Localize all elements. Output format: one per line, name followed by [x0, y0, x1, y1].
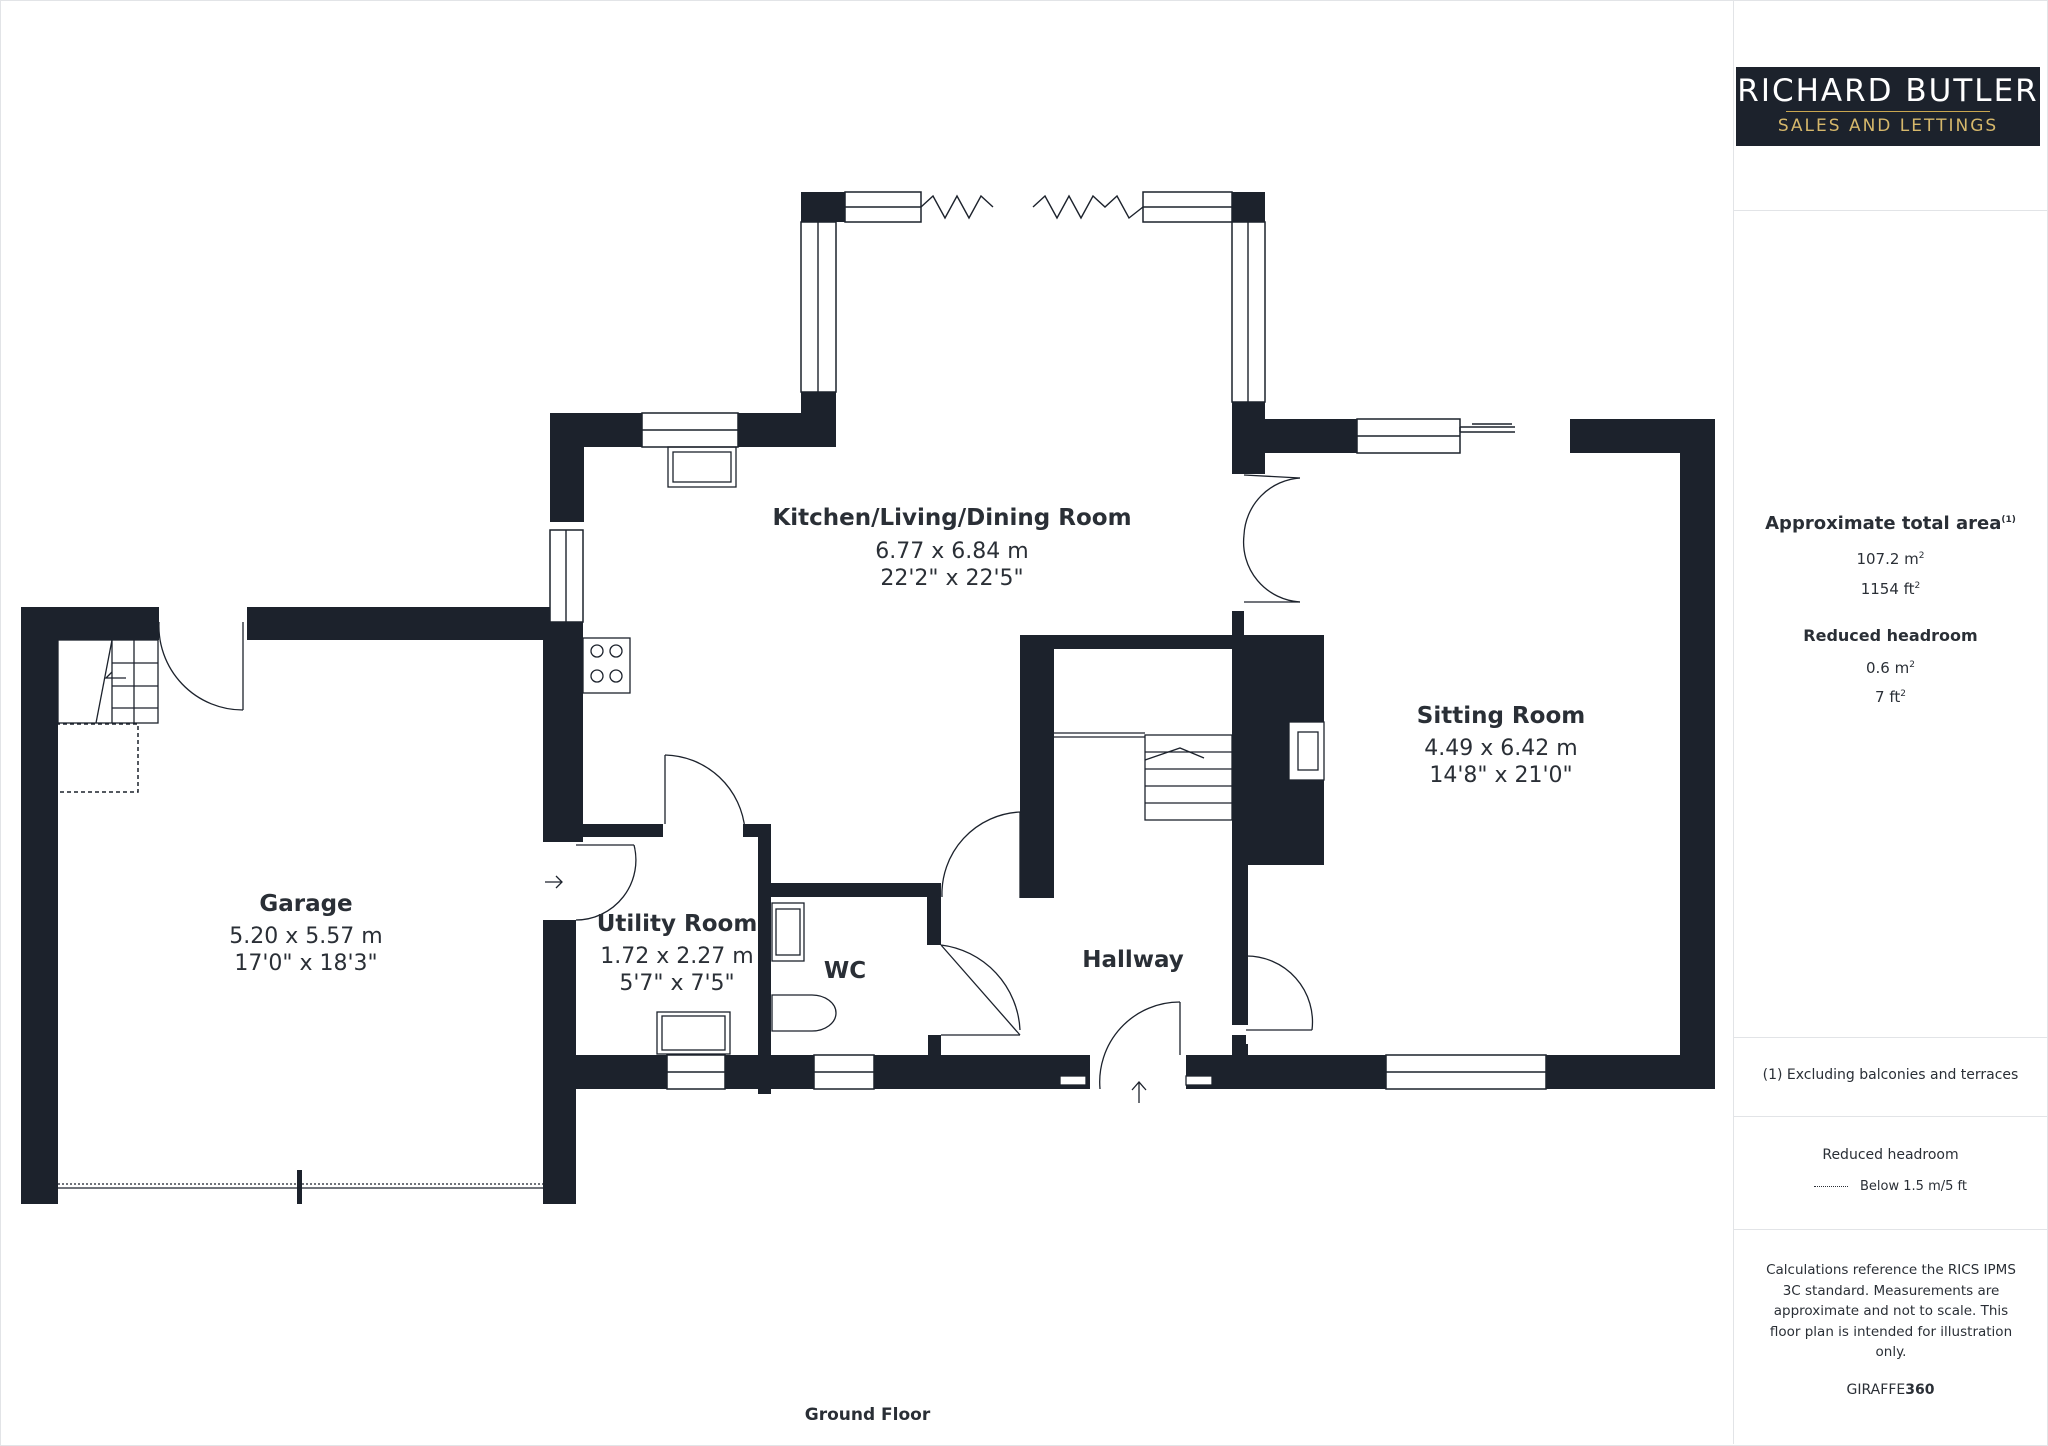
logo-name: RICHARD BUTLER — [1737, 73, 2039, 109]
room-label-garage: Garage — [259, 891, 352, 917]
room-label-kitchen: Kitchen/Living/Dining Room — [772, 505, 1131, 531]
reduced-area-m2: 0.6 m2 — [1866, 659, 1915, 677]
room-label-utility-room: Utility Room — [597, 911, 758, 937]
legend-item: Below 1.5 m/5 ft — [1734, 1179, 2047, 1194]
panel-divider — [1734, 1116, 2047, 1117]
room-imperial-garage: 17'0" x 18'3" — [234, 951, 377, 976]
info-panel: RICHARD BUTLER SALES AND LETTINGS Approx… — [1733, 0, 2047, 1444]
room-metric-utility-room: 1.72 x 2.27 m — [600, 944, 753, 969]
reduced-headroom-title: Reduced headroom — [1803, 626, 1978, 645]
area-title: Approximate total area(1) — [1765, 513, 2016, 534]
dotted-line-icon — [1814, 1186, 1849, 1187]
panel-divider — [1734, 210, 2047, 211]
room-label-sitting-room: Sitting Room — [1417, 703, 1585, 729]
legend-title: Reduced headroom — [1822, 1147, 1959, 1163]
room-metric-kitchen: 6.77 x 6.84 m — [875, 539, 1028, 564]
fixtures — [57, 446, 1325, 1103]
panel-divider — [1734, 1037, 2047, 1038]
total-area-m2: 107.2 m2 — [1856, 550, 1925, 568]
walls — [21, 192, 1715, 1204]
room-label-wc: WC — [824, 958, 866, 984]
room-metric-garage: 5.20 x 5.57 m — [229, 924, 382, 949]
company-logo: RICHARD BUTLER SALES AND LETTINGS — [1736, 67, 2040, 146]
window-details — [565, 194, 1546, 1073]
room-metric-sitting-room: 4.49 x 6.42 m — [1424, 736, 1577, 761]
reduced-area-ft2: 7 ft2 — [1875, 688, 1906, 706]
disclaimer: Calculations reference the RICS IPMS 3C … — [1766, 1262, 2016, 1360]
room-imperial-utility-room: 5'7" x 7'5" — [619, 971, 734, 996]
area-footnote: (1) Excluding balconies and terraces — [1762, 1067, 2019, 1083]
reduced-headroom-zone — [55, 723, 139, 793]
room-imperial-kitchen: 22'2" x 22'5" — [880, 566, 1023, 591]
panel-divider — [1734, 1229, 2047, 1230]
logo-tagline: SALES AND LETTINGS — [1777, 116, 1999, 136]
floor-plan: Kitchen/Living/Dining Room 6.77 x 6.84 m… — [21, 191, 1715, 1204]
giraffe360-credit: GIRAFFE360 — [1846, 1382, 1935, 1398]
doors — [58, 474, 1314, 1189]
total-area-ft2: 1154 ft2 — [1860, 580, 1921, 598]
room-imperial-sitting-room: 14'8" x 21'0" — [1429, 763, 1572, 788]
logo-rule — [1786, 111, 1990, 112]
room-label-hallway: Hallway — [1082, 947, 1184, 973]
floor-label: Ground Floor — [804, 1405, 931, 1425]
